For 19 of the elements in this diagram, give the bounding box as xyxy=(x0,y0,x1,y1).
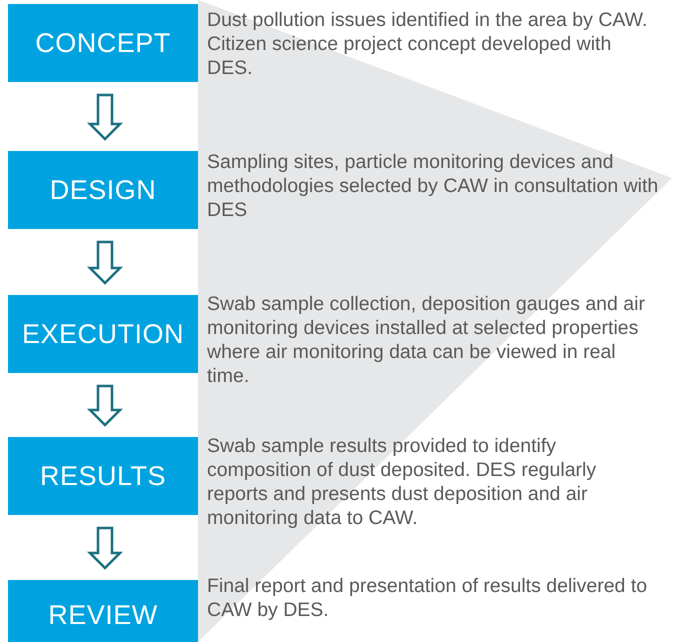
stage-description: Sampling sites, particle monitoring devices and methodologies selected by CAW in consultation with DES xyxy=(207,150,660,222)
stage-description: Dust pollution issues identified in the area by CAW. Citizen science project concept developed with DES. xyxy=(207,8,648,80)
down-arrow xyxy=(86,94,124,141)
stage-title: REVIEW xyxy=(48,600,158,630)
stage-box xyxy=(8,580,198,642)
stage-title: DESIGN xyxy=(50,174,156,206)
stage-box xyxy=(8,4,198,82)
stage-box xyxy=(8,437,198,515)
down-arrow xyxy=(86,240,124,285)
stage-title: EXECUTION xyxy=(22,318,184,350)
stage-box xyxy=(8,295,198,373)
down-arrow xyxy=(86,384,124,427)
stage-title: RESULTS xyxy=(40,460,166,492)
stage-description: Swab sample results provided to identify composition of dust deposited. DES regularly reports and presents dust deposition and air monitoring data to CAW. xyxy=(207,434,598,530)
down-arrow xyxy=(86,526,124,570)
stage-box xyxy=(8,151,198,229)
stage-title: CONCEPT xyxy=(35,28,171,58)
stage-description: Swab sample collection, deposition gauges and air monitoring devices installed at selected properties where air monitoring data can be viewed in real time. xyxy=(207,292,646,388)
stage-description: Final report and presentation of results delivered to CAW by DES. xyxy=(207,574,648,622)
